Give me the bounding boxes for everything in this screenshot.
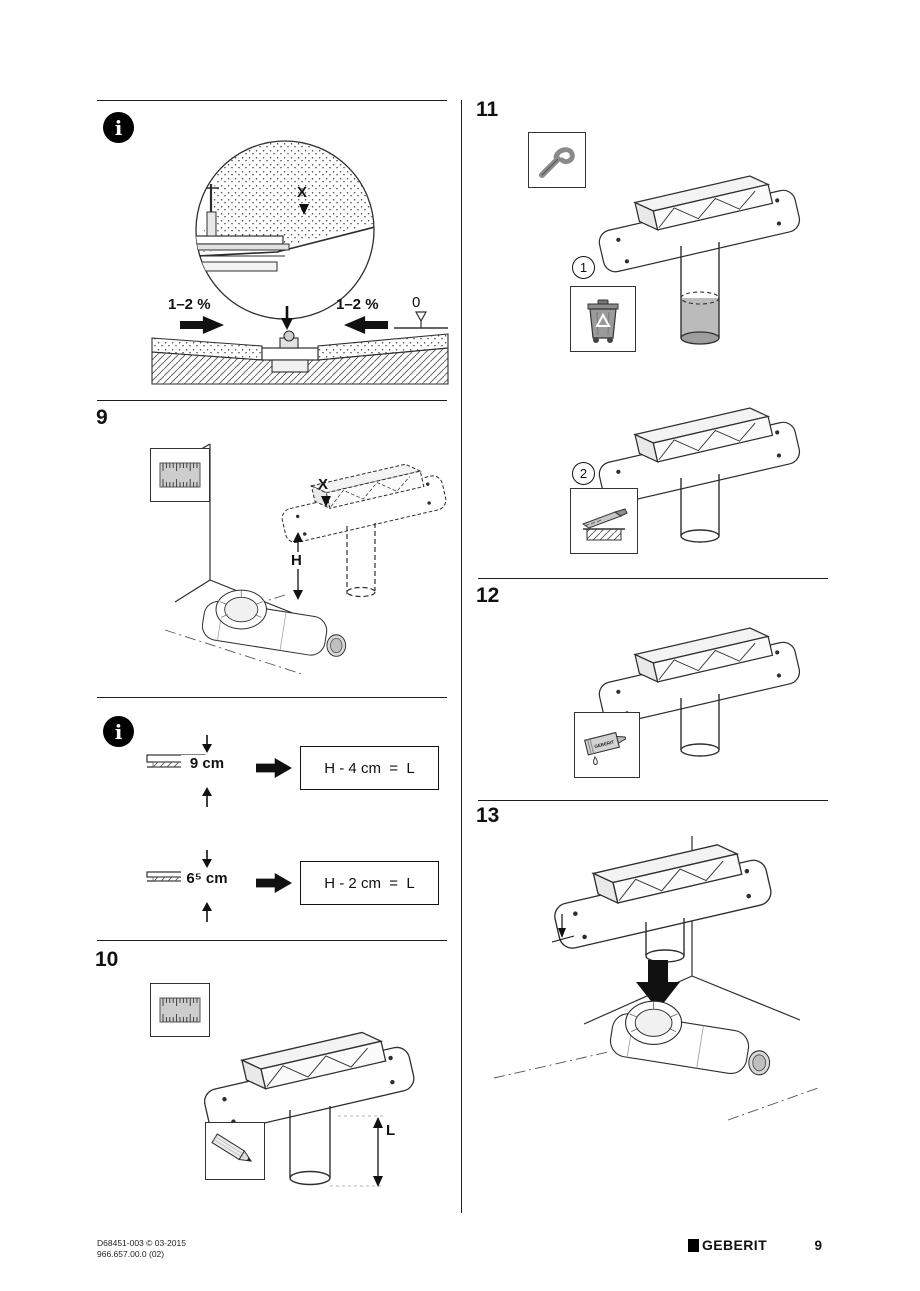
step-11-drawing-cut-length bbox=[591, 166, 803, 345]
recycle-bin-icon-graphic bbox=[587, 299, 619, 343]
saw-icon bbox=[570, 488, 638, 554]
future-position-dashed-unit bbox=[275, 456, 447, 598]
recycle-bin-icon bbox=[570, 286, 636, 352]
brand-logo-text: GEBERIT bbox=[702, 1237, 768, 1253]
callout-1: 1 bbox=[572, 256, 595, 279]
section-divider bbox=[97, 940, 447, 941]
formula-flat-box: H - 2 cm = L bbox=[300, 861, 439, 905]
formula-standard-box: H - 4 cm = L bbox=[300, 746, 439, 790]
drain-body-drawing bbox=[199, 589, 347, 658]
info-icon: i bbox=[103, 112, 134, 143]
slope-left-label: 1–2 % bbox=[168, 296, 211, 313]
step-12-drawing bbox=[591, 618, 803, 757]
hook-tool-icon bbox=[528, 132, 586, 188]
ruler-icon-graphic bbox=[159, 997, 201, 1023]
callout-1-label: 1 bbox=[579, 260, 588, 275]
dimension-x-label: X bbox=[297, 184, 308, 201]
section-divider bbox=[478, 578, 828, 579]
slope-right-label: 1–2 % bbox=[336, 296, 379, 313]
pipe-excess-section bbox=[681, 298, 719, 338]
column-divider bbox=[461, 100, 462, 1213]
sealant-tube-icon-graphic: GEBERIT bbox=[584, 731, 627, 766]
step-11-drawing-trimmed bbox=[591, 398, 803, 543]
step-11-heading: 11 bbox=[476, 98, 499, 121]
ruler-icon bbox=[150, 983, 210, 1037]
dimension-x-label: X bbox=[318, 476, 329, 493]
body-height-standard-label: 9 cm bbox=[181, 755, 233, 772]
level-mark-icon bbox=[394, 311, 448, 329]
floor-cross-section-drawing bbox=[151, 306, 449, 385]
dimension-h-label: H bbox=[288, 552, 305, 569]
section-divider bbox=[478, 800, 828, 801]
center-lines bbox=[493, 1051, 819, 1121]
sealant-brand-text: GEBERIT bbox=[594, 739, 615, 749]
callout-2: 2 bbox=[572, 462, 595, 485]
dimension-x-arrow-icon bbox=[321, 496, 331, 507]
flange-unit-drawing bbox=[591, 618, 803, 727]
body-height-flat-label: 6⁵ cm bbox=[181, 870, 233, 887]
insert-down-arrow-icon bbox=[636, 960, 680, 1010]
step-13-drawing bbox=[493, 834, 819, 1121]
step-10-drawing bbox=[196, 1022, 418, 1187]
detail-contents bbox=[196, 141, 374, 272]
footer-article-number: 966.657.00.0 (02) bbox=[97, 1249, 165, 1259]
ruler-icon bbox=[150, 448, 210, 502]
section-divider bbox=[97, 400, 447, 401]
info-symbol: i bbox=[114, 115, 123, 140]
flange-unit-drawing bbox=[546, 834, 775, 952]
ruler-icon-graphic bbox=[159, 462, 201, 488]
step-10-heading: 10 bbox=[95, 948, 119, 971]
pencil-icon bbox=[205, 1122, 265, 1180]
footer-document-code: D68451-003 © 03-2015 bbox=[97, 1238, 186, 1248]
flange-detail-circle-drawing bbox=[195, 140, 375, 320]
brand-logo-mark-icon bbox=[688, 1238, 699, 1252]
step-12-heading: 12 bbox=[476, 584, 500, 607]
step-9-heading: 9 bbox=[96, 406, 108, 429]
drain-body-drawing bbox=[607, 1000, 771, 1077]
implies-arrow-icon bbox=[256, 873, 292, 893]
step-13-heading: 13 bbox=[476, 804, 500, 827]
step-9-drawing bbox=[164, 443, 447, 676]
cut-line bbox=[680, 291, 720, 305]
callout-2-label: 2 bbox=[579, 466, 588, 481]
insert-depth-marker bbox=[551, 914, 575, 943]
section-divider bbox=[97, 100, 447, 101]
hook-tool-icon-graphic bbox=[539, 147, 575, 178]
info-symbol: i bbox=[114, 719, 123, 744]
flange-unit-drawing bbox=[196, 1022, 418, 1136]
info-icon: i bbox=[103, 716, 134, 747]
brand-logo: GEBERIT bbox=[688, 1237, 767, 1253]
flange-unit-drawing bbox=[591, 166, 803, 275]
section-divider bbox=[97, 697, 447, 698]
dimension-x-arrow-icon bbox=[299, 204, 309, 215]
sealant-tube-icon: GEBERIT bbox=[574, 712, 640, 778]
saw-icon-graphic bbox=[581, 508, 628, 541]
pencil-icon-graphic bbox=[211, 1133, 253, 1162]
dimension-l-label: L bbox=[386, 1122, 396, 1139]
implies-arrow-icon bbox=[256, 758, 292, 778]
page-number: 9 bbox=[814, 1238, 822, 1253]
zero-level-label: 0 bbox=[412, 294, 421, 311]
